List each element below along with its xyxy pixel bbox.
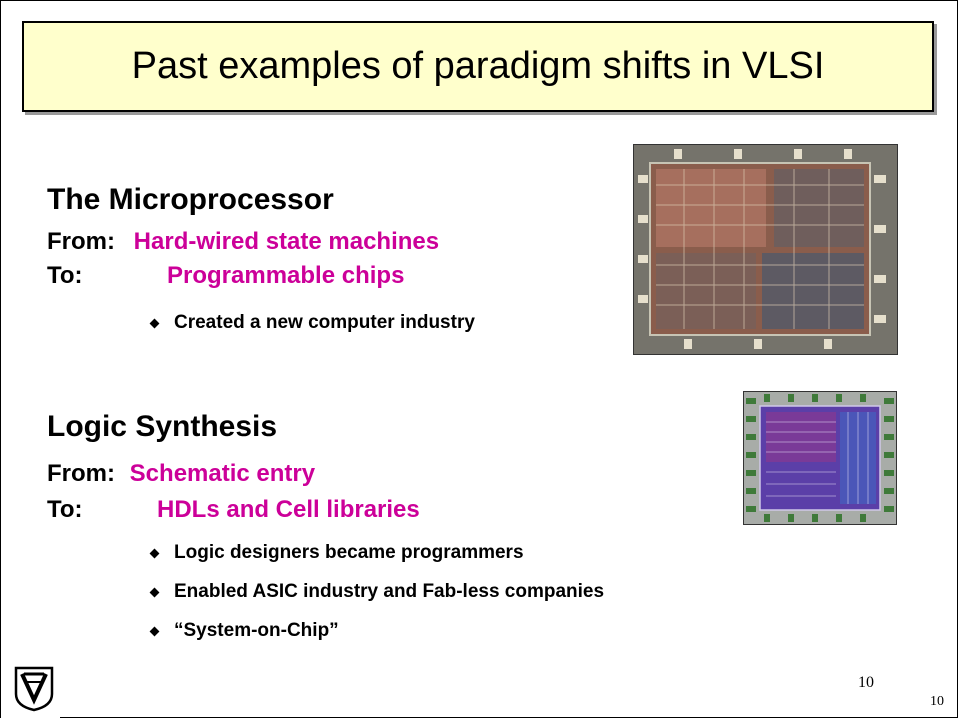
- from-label: From:: [47, 460, 115, 487]
- to-value: Programmable chips: [167, 262, 405, 289]
- section-heading-logic-synthesis: Logic Synthesis: [47, 410, 278, 443]
- to-label: To:: [47, 496, 83, 523]
- institution-logo-icon: [10, 664, 58, 712]
- bullet-diamond-icon: [149, 318, 160, 328]
- synthesized-chip-image: [743, 391, 897, 525]
- to-label: To:: [47, 262, 83, 289]
- page-number-corner: 10: [930, 694, 944, 709]
- to-row-logic-synthesis: To: HDLs and Cell libraries: [47, 496, 420, 524]
- footer-divider: [60, 717, 958, 718]
- from-row-microprocessor: From: Hard-wired state machines: [47, 228, 439, 256]
- microprocessor-die-image: [633, 144, 898, 355]
- bullet-item: Enabled ASIC industry and Fab-less compa…: [149, 581, 604, 603]
- from-row-logic-synthesis: From: Schematic entry: [47, 460, 315, 488]
- page-number: 10: [858, 674, 874, 691]
- title-box: Past examples of paradigm shifts in VLSI: [22, 21, 934, 112]
- bullet-diamond-icon: [149, 587, 160, 597]
- bullet-diamond-icon: [149, 626, 160, 636]
- to-value: HDLs and Cell libraries: [157, 496, 420, 523]
- from-value: Hard-wired state machines: [133, 228, 440, 255]
- bullet-item: Created a new computer industry: [149, 312, 475, 334]
- from-label: From:: [47, 228, 115, 255]
- section-heading-microprocessor: The Microprocessor: [47, 183, 334, 216]
- slide-title: Past examples of paradigm shifts in VLSI: [131, 45, 825, 87]
- bullet-item: Logic designers became programmers: [149, 542, 524, 564]
- bullet-diamond-icon: [149, 548, 160, 558]
- bullet-item: “System-on-Chip”: [149, 620, 339, 642]
- from-value: Schematic entry: [129, 460, 316, 487]
- to-row-microprocessor: To: Programmable chips: [47, 262, 404, 290]
